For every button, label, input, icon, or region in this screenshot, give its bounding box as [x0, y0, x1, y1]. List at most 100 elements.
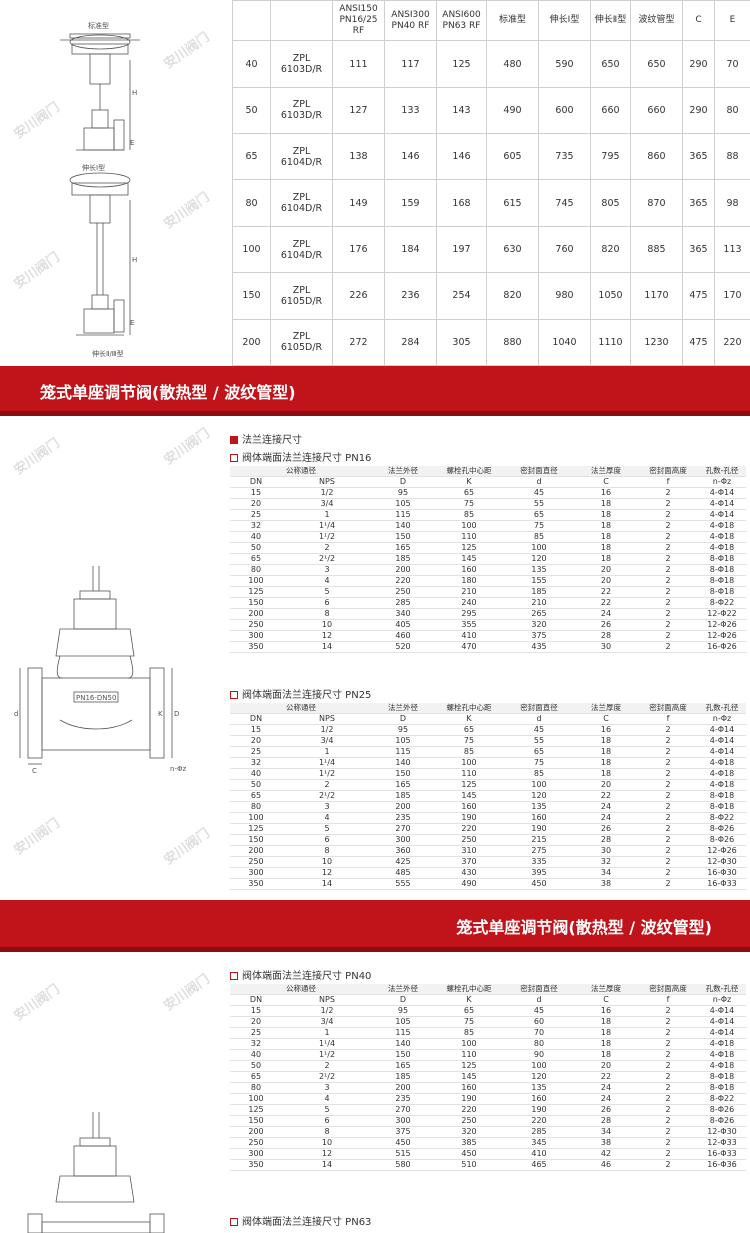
table-cell: 24 [574, 1082, 638, 1094]
table-cell: 300 [230, 1148, 282, 1160]
table-cell: 6 [282, 1115, 372, 1127]
table-cell: 305 [436, 318, 487, 367]
table-cell: 80 [504, 1038, 574, 1050]
table-cell: 85 [434, 1027, 504, 1039]
table-cell: 510 [434, 1159, 504, 1171]
subheader-cell: D [372, 713, 434, 725]
table-cell: 350 [230, 1159, 282, 1171]
table-cell: 1¹/4 [282, 757, 372, 769]
table-cell: 185 [372, 1071, 434, 1083]
table-cell: 475 [682, 272, 715, 320]
table-cell: 24 [574, 801, 638, 813]
table-cell: 20 [574, 575, 638, 587]
table-cell: 2 [638, 619, 698, 631]
table-cell: 405 [372, 619, 434, 631]
table-cell: 185 [504, 586, 574, 598]
table-cell: 2 [282, 542, 372, 554]
table-cell: 28 [574, 834, 638, 846]
table-cell: 8-Φ18 [698, 1071, 746, 1083]
table-cell: 272 [332, 318, 385, 367]
table-cell: 50 [230, 542, 282, 554]
table-cell: 115 [372, 509, 434, 521]
table-cell: 2 [638, 553, 698, 565]
table-cell: 580 [372, 1159, 434, 1171]
table-cell: 65 [230, 1071, 282, 1083]
table-cell: 18 [574, 520, 638, 532]
table-cell: 450 [504, 878, 574, 890]
header-cell: 密封面高度 [638, 984, 698, 995]
table-cell: 300 [372, 834, 434, 846]
table-cell: 820 [486, 272, 539, 320]
table-cell: ZPL 6104D/R [270, 179, 333, 227]
table-cell: 42 [574, 1148, 638, 1160]
table-cell: 143 [436, 86, 487, 135]
table-cell: 120 [504, 553, 574, 565]
table-cell: 220 [434, 823, 504, 835]
table-cell: 2 [638, 1071, 698, 1083]
table-cell: 26 [574, 1104, 638, 1116]
table-cell: 6 [282, 834, 372, 846]
banner-title: 笼式单座调节阀(散热型 / 波纹管型) [456, 918, 712, 937]
table-cell: 105 [372, 735, 434, 747]
table-cell: 2 [638, 1126, 698, 1138]
table-cell: ZPL 6105D/R [270, 318, 333, 367]
table-cell: 160 [504, 1093, 574, 1105]
table-cell: 18 [574, 735, 638, 747]
table-cell: 16 [574, 487, 638, 499]
table-cell: 2 [638, 1159, 698, 1171]
table-cell: 135 [504, 1082, 574, 1094]
table-cell: 450 [372, 1137, 434, 1149]
flange-section-title: 法兰连接尺寸 [230, 434, 746, 448]
table-cell: 295 [434, 608, 504, 620]
table-cell: 155 [504, 575, 574, 587]
table-cell: 149 [332, 179, 385, 227]
table-cell: 210 [434, 586, 504, 598]
table-cell: 270 [372, 1104, 434, 1116]
subheader-cell: C [574, 476, 638, 488]
table-cell: 520 [372, 641, 434, 653]
table-cell: 220 [434, 1104, 504, 1116]
table-cell: ZPL 6104D/R [270, 133, 333, 181]
table-cell: 138 [332, 133, 385, 181]
valve-elevation-drawing: 标准型 伸长Ⅰ型 伸长Ⅱ/Ⅲ型 H H E E [60, 21, 140, 358]
table-cell: 275 [504, 845, 574, 857]
header-cell: ANSI150 PN16/25 RF [332, 0, 385, 42]
table-cell: 605 [486, 133, 539, 181]
table-cell: 45 [504, 1005, 574, 1017]
svg-text:D: D [174, 710, 179, 718]
table-cell: 25 [230, 509, 282, 521]
subheader-cell: n-Φz [698, 476, 746, 488]
table-cell: 80 [230, 1082, 282, 1094]
table-cell: 165 [372, 542, 434, 554]
table-cell: 215 [504, 834, 574, 846]
header-cell: 法兰厚度 [574, 703, 638, 714]
table-cell: 120 [504, 1071, 574, 1083]
table-cell: 40 [230, 768, 282, 780]
table-header-row: 公称通径法兰外径螺栓孔中心距密封面直径法兰厚度密封面高度孔数-孔径 [230, 984, 746, 995]
svg-text:H: H [132, 89, 137, 97]
header-cell: E [714, 0, 750, 42]
table-cell: 105 [372, 498, 434, 510]
flange-pn25-block: 阀体端面法兰连接尺寸 PN25 公称通径法兰外径螺栓孔中心距密封面直径法兰厚度密… [230, 689, 746, 890]
table-cell: 250 [434, 834, 504, 846]
table-cell: ZPL 6103D/R [270, 40, 333, 88]
table-cell: 16-Φ33 [698, 1148, 746, 1160]
table-cell: 2 [638, 520, 698, 532]
table-cell: 146 [436, 133, 487, 181]
table-cell: 515 [372, 1148, 434, 1160]
header-cell: 公称通径 [230, 984, 372, 995]
header-cell: ANSI600 PN63 RF [436, 0, 487, 42]
table-cell: 4-Φ18 [698, 531, 746, 543]
table-cell: 8 [282, 845, 372, 857]
